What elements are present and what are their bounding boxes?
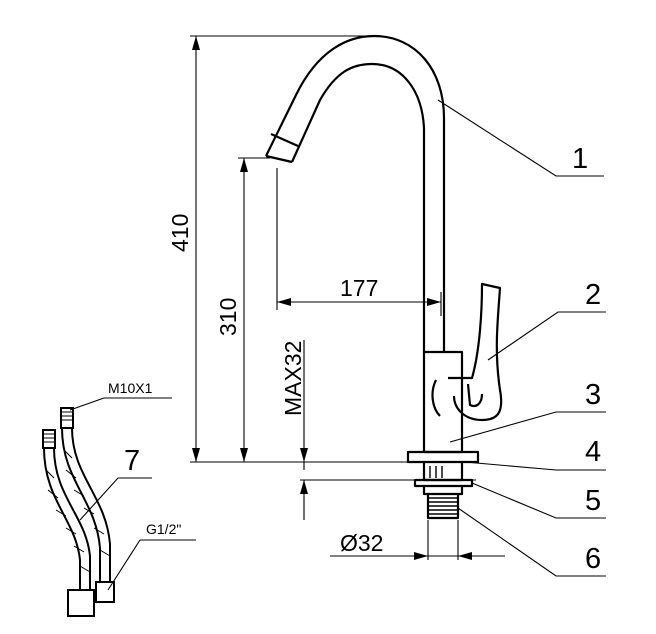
part-6-label: 6	[585, 543, 601, 575]
hose-thread-bottom-label: G1/2"	[146, 521, 181, 537]
flexible-hoses	[42, 407, 115, 617]
dimension-diameter-label: Ø32	[340, 530, 383, 556]
dimension-lines	[190, 35, 505, 560]
dimension-177-label: 177	[340, 275, 378, 301]
hose-thread-lines	[43, 411, 73, 443]
part-5-label: 5	[585, 485, 601, 517]
faucet-outline	[265, 34, 503, 520]
thread-hatching	[428, 466, 458, 515]
part-7-label: 7	[124, 445, 140, 477]
part-3-label: 3	[585, 379, 601, 411]
dimension-310-label: 310	[215, 298, 241, 336]
dimension-arrows	[192, 36, 472, 560]
part-4-label: 4	[585, 436, 601, 468]
hose-braid	[45, 449, 111, 573]
part-2-label: 2	[585, 279, 601, 311]
part-1-label: 1	[572, 143, 588, 175]
dimension-max32-label: MAX32	[280, 341, 306, 416]
dimension-410-label: 410	[167, 214, 193, 252]
callout-leaders	[79, 99, 606, 577]
hose-thread-top-label: M10X1	[108, 380, 153, 396]
